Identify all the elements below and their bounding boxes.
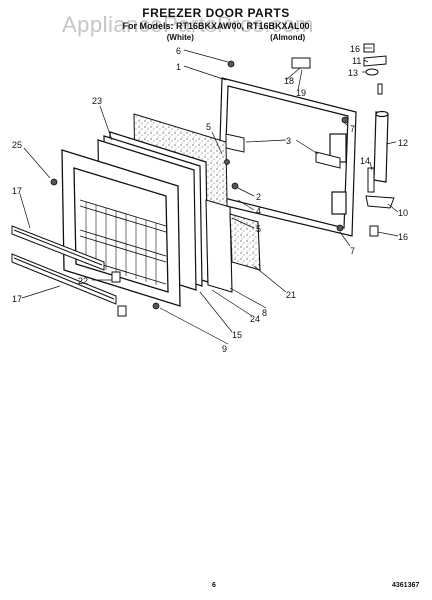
callout-16b: 16 <box>398 232 408 242</box>
callout-7a: 7 <box>350 124 355 134</box>
door-handle-part <box>373 110 389 183</box>
callout-25: 25 <box>12 140 22 150</box>
callout-1: 1 <box>176 62 181 72</box>
callout-2: 2 <box>256 192 261 202</box>
callout-10: 10 <box>398 208 408 218</box>
door-outer-panel <box>205 199 261 293</box>
callout-9: 9 <box>222 344 227 354</box>
model-numbers: For Models: RT16BKXAW00, RT16BKXAL00 <box>122 21 310 31</box>
shelf-end-caps <box>111 271 127 317</box>
callout-23: 23 <box>92 96 102 106</box>
callout-leaders <box>19 47 399 345</box>
callout-24: 24 <box>250 314 260 324</box>
callout-6: 6 <box>176 46 181 56</box>
callout-15: 15 <box>232 330 242 340</box>
callout-5b: 5 <box>256 224 261 234</box>
callout-8: 8 <box>262 308 267 318</box>
callout-16a: 16 <box>350 44 360 54</box>
callout-3: 3 <box>286 136 291 146</box>
callout-21: 21 <box>286 290 296 300</box>
callout-13: 13 <box>348 68 358 78</box>
callout-17a: 17 <box>12 186 22 196</box>
callout-14: 14 <box>360 156 370 166</box>
lower-hinge-parts <box>365 167 395 237</box>
callout-7b: 7 <box>350 246 355 256</box>
callout-12: 12 <box>398 138 408 148</box>
document-part-number: 4361367 <box>392 582 420 589</box>
callout-labels: 1 6 3 2 4 5 5 7 7 8 21 9 15 24 10 12 16 … <box>12 44 408 354</box>
watermark: AppliancePartsPros.com <box>62 12 314 37</box>
callout-4: 4 <box>256 206 261 216</box>
callout-19: 19 <box>296 88 306 98</box>
page-number: 6 <box>212 582 216 589</box>
callout-11: 11 <box>352 56 361 66</box>
upper-hinge-parts <box>291 43 387 95</box>
diagram-title: FREEZER DOOR PARTS <box>142 6 290 20</box>
color-almond-label: (Almond) <box>270 33 306 42</box>
door-shelf-bar-lower <box>11 253 117 305</box>
callout-17b: 17 <box>12 294 22 304</box>
door-shelf-bar-upper <box>11 225 105 271</box>
hinge-bracket-left <box>225 133 341 169</box>
callout-22: 22 <box>78 276 88 286</box>
color-white-label: (White) <box>166 33 194 42</box>
callout-18: 18 <box>284 76 294 86</box>
color-labels: (White) (Almond) <box>0 33 432 42</box>
screws <box>50 60 349 310</box>
callout-5a: 5 <box>206 122 211 132</box>
